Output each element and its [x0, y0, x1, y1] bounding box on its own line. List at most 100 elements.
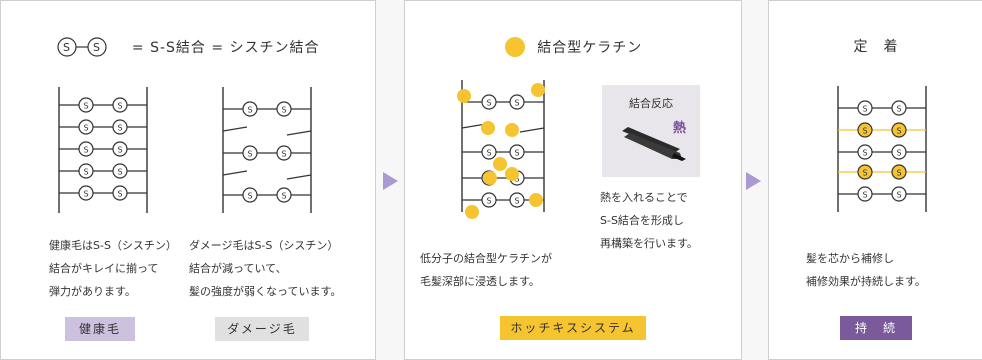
keratin-particle: [481, 121, 495, 135]
s-node: [78, 163, 94, 179]
s-node-label: S: [247, 106, 252, 115]
s-node: [78, 185, 94, 201]
s-node-label: S: [281, 192, 286, 201]
s-node: [481, 192, 497, 208]
broken-bond-line: [286, 130, 312, 136]
keratin-dot-icon: [504, 37, 525, 57]
panel-fixation: 定 着: [768, 0, 982, 360]
s-node: [276, 145, 292, 161]
s-node: [891, 186, 907, 202]
heat-reaction-label: 結合反応: [629, 97, 673, 110]
keratin-particle: [493, 157, 507, 171]
s-node: [857, 100, 873, 116]
s-node-label: S: [83, 168, 88, 177]
panel-keratin: 結合型ケラチン: [404, 0, 742, 360]
s-node-label: S: [514, 149, 519, 158]
ss-bond-icon: S S: [57, 37, 108, 57]
damaged-hair-description: ダメージ毛はS-S（シスチン） 結合が減っていて、 髪の強度が弱くなっています。: [189, 239, 342, 298]
s-node-label: S: [862, 169, 867, 178]
s-node-label: S: [862, 149, 867, 158]
keratin-particle: [505, 167, 519, 181]
s-node: [857, 164, 873, 180]
s-node-label: S: [514, 99, 519, 108]
panel-title-keratin: 結合型ケラチン: [405, 36, 741, 58]
s-node: [276, 187, 292, 203]
s-node-label: S: [247, 150, 252, 159]
s-node: [509, 144, 525, 160]
keratin-particle: [505, 123, 519, 137]
s-node-label: S: [83, 102, 88, 111]
s-node-label: S: [896, 127, 901, 136]
s-node-label: S: [281, 150, 286, 159]
s-node-label: S: [862, 105, 867, 114]
broken-bond-line: [286, 174, 312, 180]
heat-kanji: 熱: [672, 121, 686, 136]
s-node: [891, 164, 907, 180]
s-node: [112, 141, 128, 157]
damaged-hair-badge: ダメージ毛: [215, 317, 309, 341]
s-node: [481, 94, 497, 110]
s-node: [509, 94, 525, 110]
keratin-particle: [457, 89, 471, 103]
s-node: [857, 144, 873, 160]
panel-title-fixation: 定 着: [853, 39, 899, 55]
s-node-label: S: [896, 169, 901, 178]
keratin-particle: [465, 205, 479, 219]
s-node-label: S: [117, 190, 122, 199]
s-node: [481, 144, 497, 160]
s-node: [242, 145, 258, 161]
broken-bond-line: [222, 170, 248, 176]
keratin-particle: [529, 193, 543, 207]
s-node: [242, 187, 258, 203]
s-node: [242, 101, 258, 117]
heat-description: 熱を入れることで S-S結合を形成し 再構築を行います。: [600, 191, 698, 250]
broken-bond-line: [222, 126, 248, 132]
s-node: [112, 185, 128, 201]
broken-bond-line: [519, 127, 545, 133]
step-arrow-1: [383, 172, 398, 190]
s-node: [112, 163, 128, 179]
keratin-particle: [483, 171, 497, 185]
s-node-label: S: [281, 106, 286, 115]
s-node-label: S: [117, 146, 122, 155]
step-arrow-2: [746, 172, 761, 190]
s-node-label: S: [83, 124, 88, 133]
s-node-label: S: [486, 197, 491, 206]
s-node: [112, 97, 128, 113]
svg-text:S: S: [63, 41, 71, 54]
s-node: [891, 100, 907, 116]
hair-iron-icon: [622, 127, 686, 161]
s-node-label: S: [117, 102, 122, 111]
s-node-label: S: [862, 191, 867, 200]
s-node: [276, 101, 292, 117]
s-node-label: S: [896, 191, 901, 200]
panel-title-ss-bond: S S = S-S結合 = シスチン結合: [1, 36, 375, 58]
s-node: [891, 144, 907, 160]
s-node-label: S: [83, 146, 88, 155]
heat-reaction-box: 結合反応 熱: [602, 85, 700, 177]
ss-bond-title-text: = S-S結合 = シスチン結合: [131, 40, 320, 56]
s-node-label: S: [486, 149, 491, 158]
s-node-label: S: [514, 175, 519, 184]
s-node-label: S: [896, 105, 901, 114]
s-node: [509, 192, 525, 208]
s-node-label: S: [486, 99, 491, 108]
s-node-label: S: [514, 197, 519, 206]
healthy-hair-description: 健康毛はS-S（シスチン） 結合がキレイに揃って 弾力があります。: [49, 239, 177, 298]
s-node: [78, 97, 94, 113]
fixation-description: 髪を芯から補修し 補修効果が持続します。: [806, 252, 926, 288]
s-node-label: S: [117, 168, 122, 177]
svg-text:S: S: [93, 41, 101, 54]
s-node: [857, 122, 873, 138]
s-node-label: S: [83, 190, 88, 199]
keratin-particle: [531, 83, 545, 97]
s-node-label: S: [862, 127, 867, 136]
s-node: [112, 119, 128, 135]
s-node: [78, 119, 94, 135]
sustained-badge: 持 続: [840, 316, 912, 340]
